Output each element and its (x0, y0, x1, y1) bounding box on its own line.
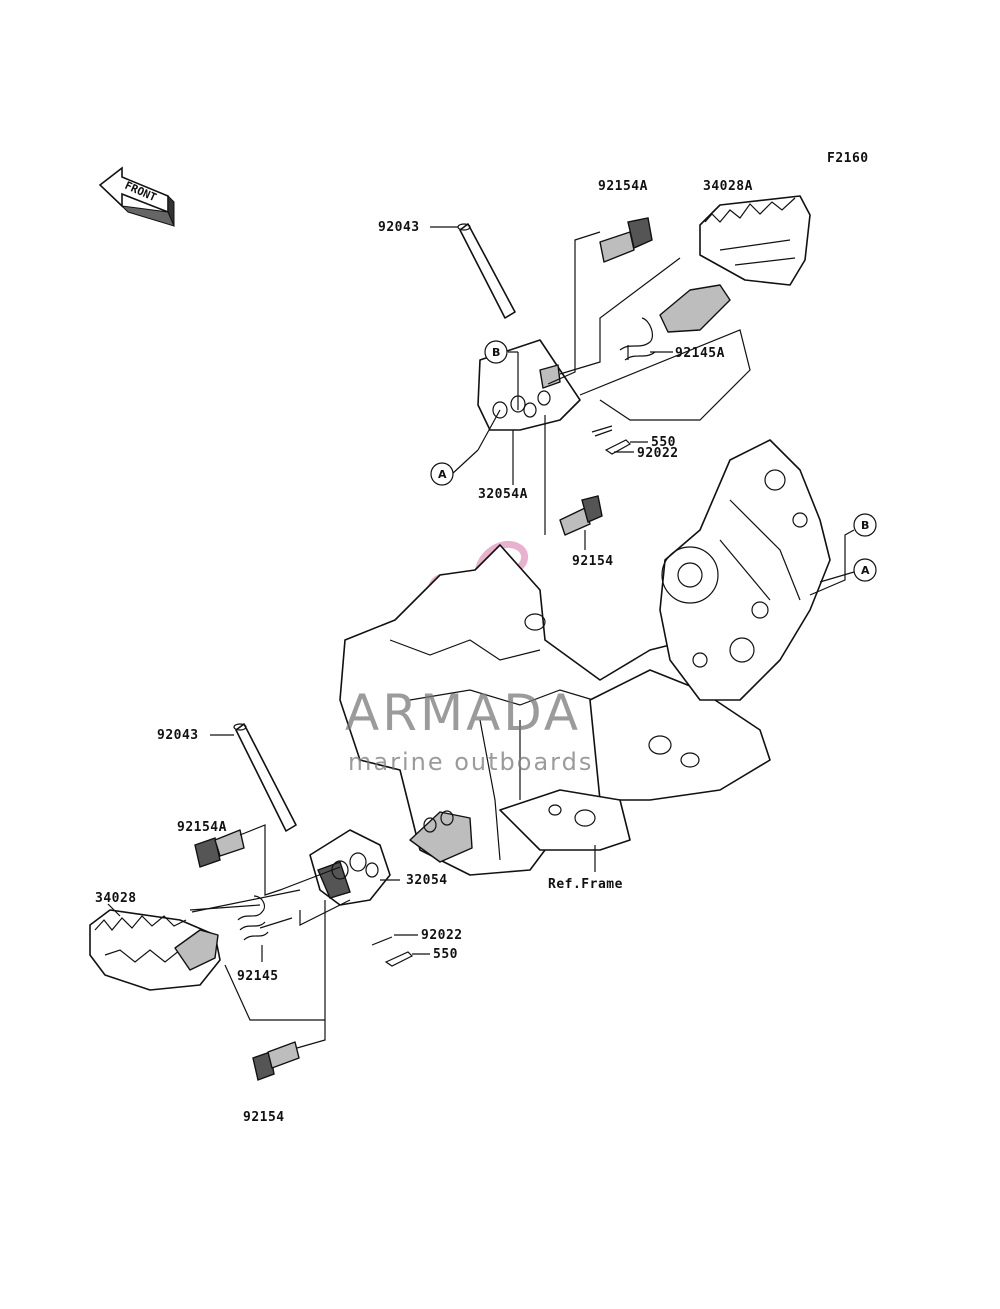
bracket-32054 (309, 829, 391, 906)
label-32054: 32054 (406, 873, 448, 888)
label-92154A-top: 92154A (598, 179, 648, 194)
watermark-tagline: marine outboards (348, 748, 593, 776)
front-arrow-icon: FRONT (98, 166, 175, 227)
label-32054A: 32054A (478, 487, 528, 502)
footpeg-34028 (89, 909, 221, 991)
bolt-92154A-bottom (194, 829, 245, 868)
label-34028A: 34028A (703, 179, 753, 194)
label-92154A-bottom: 92154A (177, 820, 227, 835)
callout-b-top (484, 340, 508, 364)
label-ref-frame: Ref.Frame (548, 877, 623, 892)
label-92043-bottom: 92043 (157, 728, 199, 743)
label-550-top: 550 (651, 435, 676, 450)
label-92154-bottom: 92154 (243, 1110, 285, 1125)
pin-92043-bottom (233, 723, 297, 832)
bolt-92154A-top (599, 217, 653, 263)
bolt-92154-top (559, 495, 603, 536)
callout-a-top-label: A (438, 468, 447, 481)
watermark-brand: ARMADA (345, 684, 581, 742)
footpeg-34028A (659, 195, 811, 333)
pin-92043-top (457, 223, 516, 319)
frame-assembly (339, 439, 831, 876)
label-92022-bottom: 92022 (421, 928, 463, 943)
label-92043-top: 92043 (378, 220, 420, 235)
label-92145: 92145 (237, 969, 279, 984)
label-92022-top: 92022 (637, 446, 679, 461)
bracket-32054A (477, 339, 581, 431)
callout-a-top (430, 462, 454, 486)
callout-b-top-label: B (492, 346, 500, 359)
label-92154-top: 92154 (572, 554, 614, 569)
spring-92145 (237, 895, 293, 941)
label-92145A: 92145A (675, 346, 725, 361)
diagram-code: F2160 (827, 151, 869, 166)
bolt-92154-bottom (252, 1041, 300, 1081)
callout-b-right-label: B (861, 519, 869, 532)
callout-b-right (853, 513, 877, 537)
label-34028: 34028 (95, 891, 137, 906)
label-550-bottom: 550 (433, 947, 458, 962)
spring-92145A (619, 317, 656, 361)
callout-a-right-label: A (861, 564, 870, 577)
callout-a-right (853, 558, 877, 582)
